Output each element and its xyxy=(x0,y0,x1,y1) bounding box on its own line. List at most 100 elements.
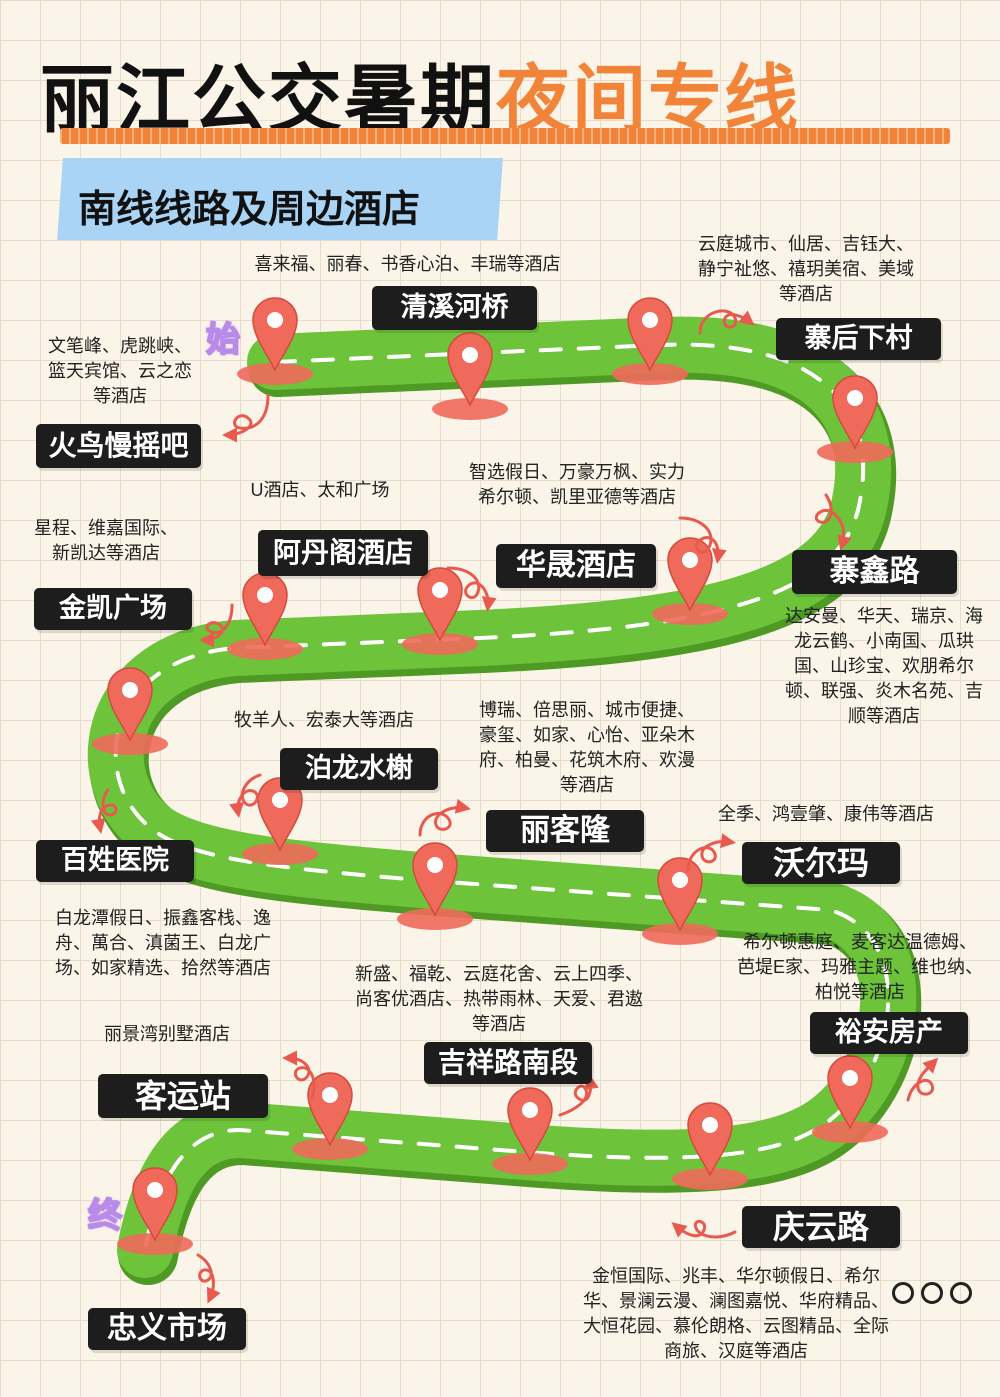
curl-arrow-icon xyxy=(698,309,755,335)
stop-label-walmart: 沃尔玛 xyxy=(742,842,900,884)
more-dots-icon xyxy=(892,1282,979,1309)
curl-arrow-icon xyxy=(229,773,262,818)
location-pin-icon xyxy=(432,332,508,420)
curl-arrow-icon xyxy=(196,1253,221,1304)
location-pin-icon xyxy=(642,857,718,945)
curl-arrow-icon xyxy=(906,1057,939,1102)
location-pin-icon xyxy=(397,842,473,930)
stop-label-bus-terminal: 客运站 xyxy=(98,1074,268,1118)
hotel-line: 智选假日、万豪万枫、实力 xyxy=(469,462,685,482)
hotels-bus-terminal: 丽景湾别墅酒店 xyxy=(78,1022,256,1047)
hotels-yuan-real-estate: 希尔顿惠庭、麦客达温德姆、 芭堤E家、玛雅主题、维也纳、 柏悦等酒店 xyxy=(722,930,998,1005)
stop-label-huoniao-bar: 火鸟慢摇吧 xyxy=(36,424,201,468)
hotels-zhaihou-village: 云庭城市、仙居、吉钰大、 静宁祉悠、禧玥美宿、美域 等酒店 xyxy=(672,232,940,307)
hotel-line: 丽景湾别墅酒店 xyxy=(104,1024,230,1044)
hotel-line: 新盛、福乾、云庭花舍、云上四季、 xyxy=(355,964,643,984)
hotel-line: 博瑞、倍思丽、城市便捷、 xyxy=(479,700,695,720)
curl-arrow-icon xyxy=(671,1220,737,1239)
location-pin-icon xyxy=(117,1167,193,1255)
hotel-line: 柏悦等酒店 xyxy=(815,982,905,1002)
hotel-line: 舟、萬合、滇菌王、白龙广 xyxy=(55,933,271,953)
hotel-line: 希尔顿惠庭、麦客达温德姆、 xyxy=(743,932,977,952)
curl-arrow-icon xyxy=(446,566,497,612)
stop-label-zhaihou-village: 寨后下村 xyxy=(776,318,941,360)
hotel-line: 顺等酒店 xyxy=(848,706,920,726)
hotels-walmart: 全季、鸿壹肇、康伟等酒店 xyxy=(684,802,968,827)
hotel-line: 商旅、汉庭等酒店 xyxy=(664,1341,808,1361)
hotel-line: 喜来福、丽春、书香心泊、丰瑞等酒店 xyxy=(254,254,561,274)
hotels-zhaixin-road: 达安曼、华天、瑞京、海 龙云鹤、小南国、瓜珙 国、山珍宝、欢朋希尔 顿、联强、炎… xyxy=(770,604,998,729)
curl-arrow-icon xyxy=(90,788,118,834)
hotel-line: 芭堤E家、玛雅主题、维也纳、 xyxy=(736,957,983,977)
location-pin-icon xyxy=(292,1072,368,1160)
curl-arrow-icon xyxy=(418,798,471,837)
hotel-line: 达安曼、华天、瑞京、海 xyxy=(785,606,983,626)
hotels-baixing-hospital: 白龙潭假日、振鑫客栈、逸 舟、萬合、滇菌王、白龙广 场、如家精选、拾然等酒店 xyxy=(38,906,288,981)
hotel-line: 华、景澜云漫、澜图嘉悦、华府精品、 xyxy=(583,1291,889,1311)
hotel-line: 静宁祉悠、禧玥美宿、美域 xyxy=(698,259,914,279)
stop-label-zhaixin-road: 寨鑫路 xyxy=(792,550,957,594)
location-pin-icon xyxy=(652,537,728,625)
stop-label-huasheng-hotel: 华晟酒店 xyxy=(496,544,656,588)
hotel-line: 顿、联强、炎木名苑、吉 xyxy=(785,681,983,701)
curl-arrow-icon xyxy=(199,603,234,648)
location-pin-icon xyxy=(672,1102,748,1190)
hotel-line: 府、柏曼、花筑木府、欢漫 xyxy=(479,750,695,770)
stop-label-qingyun-road: 庆云路 xyxy=(742,1206,900,1248)
start-marker: 始 xyxy=(205,319,241,361)
hotel-line: 豪玺、如家、心怡、亚朵木 xyxy=(479,725,695,745)
hotel-line: 等酒店 xyxy=(93,386,147,406)
stop-label-yuan-real-estate: 裕安房产 xyxy=(810,1012,968,1054)
hotel-line: 全季、鸿壹肇、康伟等酒店 xyxy=(718,804,934,824)
stop-label-adange-hotel: 阿丹阁酒店 xyxy=(258,530,428,576)
hotel-line: 金恒国际、兆丰、华尔顿假日、希尔 xyxy=(592,1266,880,1286)
stop-label-likelong: 丽客隆 xyxy=(486,810,644,852)
end-marker: 终 xyxy=(87,1195,123,1237)
hotel-line: 等酒店 xyxy=(779,284,833,304)
curl-arrow-icon xyxy=(282,1050,316,1100)
hotel-line: 尚客优酒店、热带雨林、天爱、君遨 xyxy=(355,989,643,1009)
subtitle-text: 南线线路及周边酒店 xyxy=(78,187,421,231)
hotel-line: 文笔峰、虎跳峡、 xyxy=(48,336,192,356)
location-pin-icon xyxy=(812,1055,888,1143)
location-pin-icon xyxy=(92,667,168,755)
location-pin-icon xyxy=(402,567,478,655)
hotel-line: 等酒店 xyxy=(472,1014,526,1034)
location-pin-icon xyxy=(492,1087,568,1175)
hotel-line: 白龙潭假日、振鑫客栈、逸 xyxy=(55,908,271,928)
hotels-qingxi-bridge: 喜来福、丽春、书香心泊、丰瑞等酒店 xyxy=(205,252,610,277)
location-pin-icon xyxy=(817,375,893,463)
hotels-likelong: 博瑞、倍思丽、城市便捷、 豪玺、如家、心怡、亚朵木 府、柏曼、花筑木府、欢漫 等… xyxy=(458,698,716,798)
curl-arrow-icon xyxy=(222,393,270,443)
curl-arrow-icon xyxy=(558,1074,599,1117)
hotel-line: 大恒花园、慕伦朗格、云图精品、全际 xyxy=(583,1316,889,1336)
title-underline xyxy=(60,128,950,144)
curl-arrow-icon xyxy=(678,516,727,564)
hotels-adange-hotel: U酒店、太和广场 xyxy=(210,478,430,503)
stop-label-bolong-shuixie: 泊龙水榭 xyxy=(280,748,438,790)
stop-label-baixing-hospital: 百姓医院 xyxy=(36,840,194,882)
hotel-line: 等酒店 xyxy=(560,775,614,795)
hotel-line: 新凯达等酒店 xyxy=(52,543,160,563)
hotel-line: 龙云鹤、小南国、瓜珙 xyxy=(794,631,974,651)
location-pin-icon xyxy=(612,297,688,385)
stop-label-jixiang-road-south: 吉祥路南段 xyxy=(424,1042,592,1084)
hotel-line: 牧羊人、宏泰大等酒店 xyxy=(234,710,414,730)
hotels-huasheng-hotel: 智选假日、万豪万枫、实力 希尔顿、凯里亚德等酒店 xyxy=(450,460,704,510)
hotel-line: 篮天宾馆、云之恋 xyxy=(48,361,192,381)
hotel-line: 希尔顿、凯里亚德等酒店 xyxy=(478,487,676,507)
hotels-jixiang-road-south: 新盛、福乾、云庭花舍、云上四季、 尚客优酒店、热带雨林、天爱、君遨 等酒店 xyxy=(336,962,662,1037)
hotel-line: U酒店、太和广场 xyxy=(250,480,390,500)
curl-arrow-icon xyxy=(686,833,736,872)
hotel-line: 场、如家精选、拾然等酒店 xyxy=(55,958,271,978)
hotels-jinkai-plaza: 星程、维嘉国际、 新凯达等酒店 xyxy=(8,516,204,566)
location-pin-icon xyxy=(237,297,313,385)
curl-arrow-icon xyxy=(814,493,852,551)
hotel-line: 国、山珍宝、欢朋希尔 xyxy=(794,656,974,676)
stop-label-jinkai-plaza: 金凯广场 xyxy=(34,588,192,630)
hotels-huoniao-bar: 文笔峰、虎跳峡、 篮天宾馆、云之恋 等酒店 xyxy=(28,334,212,409)
hotel-line: 星程、维嘉国际、 xyxy=(34,518,178,538)
hotels-bolong-shuixie: 牧羊人、宏泰大等酒店 xyxy=(205,708,443,733)
hotel-line: 云庭城市、仙居、吉钰大、 xyxy=(698,234,914,254)
